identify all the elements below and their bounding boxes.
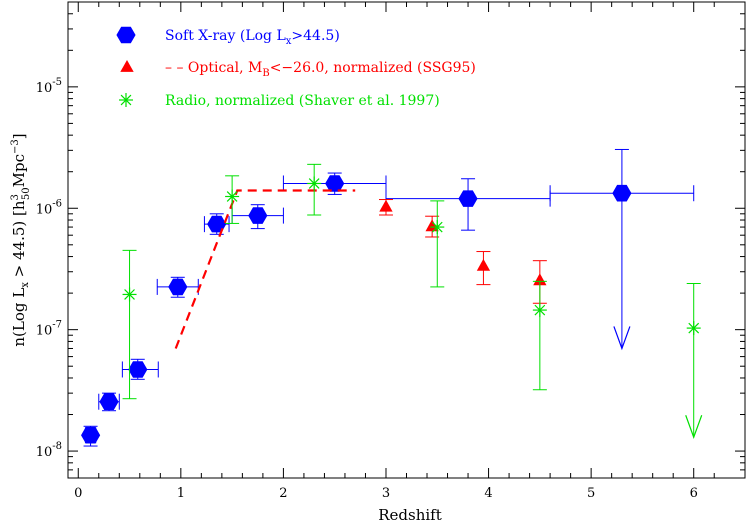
y-tick-label: 10-7 [36, 320, 62, 339]
x-axis-title: Redshift [378, 506, 442, 524]
data-point [307, 176, 322, 191]
optical-dashed-line [174, 189, 356, 349]
data-point [532, 303, 547, 318]
data-point [612, 184, 632, 202]
upper-limit-arrow [613, 326, 631, 351]
data-point [458, 190, 478, 207]
x-tick-label: 5 [587, 486, 595, 501]
asterisk-stroke [308, 178, 320, 189]
data-point [122, 287, 137, 302]
asterisk-stroke [226, 191, 238, 202]
axis-ticks [68, 1, 745, 479]
y-tick-labels: 10-8 10-7 10-6 10-5 [36, 77, 62, 460]
data-point [225, 189, 240, 204]
data-point [325, 175, 345, 192]
legend-xray-marker [116, 26, 136, 44]
x-tick-label: 6 [690, 486, 698, 501]
data-point [533, 273, 547, 286]
legend-markers [116, 26, 136, 107]
x-tick-label: 3 [382, 486, 390, 501]
series-radio [122, 163, 703, 439]
series-optical [174, 189, 547, 349]
data-point [99, 393, 119, 410]
y-tick-label: 10-6 [36, 198, 62, 217]
data-point [81, 426, 101, 444]
data-point [379, 199, 393, 212]
asterisk-stroke [124, 289, 135, 300]
data-point [168, 278, 188, 296]
x-tick-label: 4 [484, 486, 492, 501]
legend: Soft X-ray (Log Lx>44.5) – – Optical, MB… [165, 28, 476, 109]
x-tick-label: 0 [74, 486, 82, 501]
y-tick-label: 10-8 [36, 441, 62, 460]
data-point [686, 321, 701, 336]
legend-radio-label: Radio, normalized (Shaver et al. 1997) [165, 93, 440, 109]
x-tick-label: 2 [279, 486, 287, 501]
legend-optical-label: – – Optical, MB<−26.0, normalized (SSG95… [165, 60, 476, 79]
asterisk-stroke [688, 322, 700, 334]
data-point [128, 361, 148, 378]
data-point [430, 220, 445, 235]
legend-radio-marker [119, 93, 133, 107]
upper-limit-arrow [685, 415, 703, 439]
data-point [248, 207, 268, 224]
series-layer [81, 148, 703, 447]
x-tick-label: 1 [177, 486, 185, 501]
data-point [476, 258, 491, 271]
asterisk-stroke [431, 221, 443, 233]
y-axis-title: n(Log Lx > 44.5) [h350Mpc−3] [10, 133, 32, 346]
x-tick-labels: 0 1 2 3 4 5 6 [74, 486, 698, 501]
asterisk-stroke [120, 94, 132, 106]
y-tick-label: 10-5 [36, 77, 62, 96]
series-xray [81, 148, 695, 447]
legend-xray-label: Soft X-ray (Log Lx>44.5) [165, 28, 340, 47]
asterisk-stroke [534, 304, 546, 316]
legend-optical-marker [120, 60, 134, 72]
